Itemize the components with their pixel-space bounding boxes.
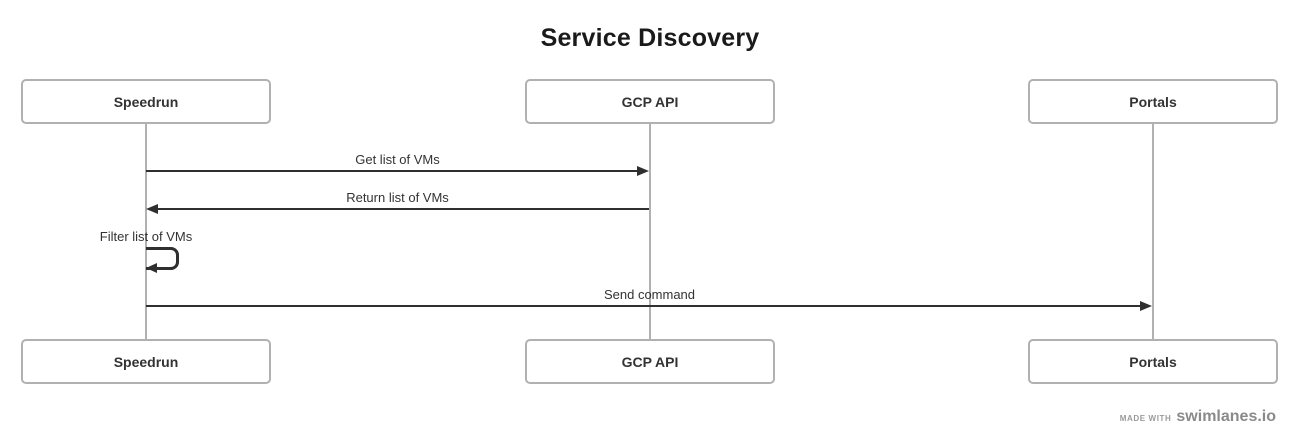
actor-bottom-gcp-api: GCP API [525, 339, 775, 384]
lifeline-gcp-api [649, 124, 651, 339]
footer-brand-label: swimlanes.io [1176, 408, 1276, 425]
actor-label: Speedrun [113, 353, 179, 370]
message-line-send-command [146, 305, 1140, 307]
lifeline-speedrun [145, 124, 147, 339]
actor-bottom-portals: Portals [1028, 339, 1278, 384]
actor-label: Speedrun [113, 93, 179, 110]
message-label-return-list: Return list of VMs [346, 190, 449, 205]
arrowhead-left-icon [146, 204, 158, 214]
message-label-filter-list: Filter list of VMs [99, 229, 193, 244]
actor-top-portals: Portals [1028, 79, 1278, 124]
diagram-title: Service Discovery [540, 24, 760, 52]
actor-bottom-speedrun: Speedrun [21, 339, 271, 384]
footer-made-with-label: MADE WITH [1119, 414, 1172, 423]
arrowhead-left-icon [146, 263, 157, 273]
actor-label: Portals [1129, 353, 1177, 370]
arrowhead-right-icon [637, 166, 649, 176]
actor-top-speedrun: Speedrun [21, 79, 271, 124]
self-loop-arrow [146, 247, 179, 270]
actor-label: GCP API [621, 353, 679, 370]
message-label-send-command: Send command [603, 287, 696, 302]
message-line-return-list [158, 208, 649, 210]
arrowhead-right-icon [1140, 301, 1152, 311]
lifeline-portals [1152, 124, 1154, 339]
actor-label: GCP API [621, 93, 679, 110]
message-line-get-list [146, 170, 638, 172]
message-label-get-list: Get list of VMs [355, 152, 440, 167]
actor-top-gcp-api: GCP API [525, 79, 775, 124]
actor-label: Portals [1129, 93, 1177, 110]
footer-swimlanes-link[interactable]: MADE WITH swimlanes.io [1120, 408, 1276, 426]
